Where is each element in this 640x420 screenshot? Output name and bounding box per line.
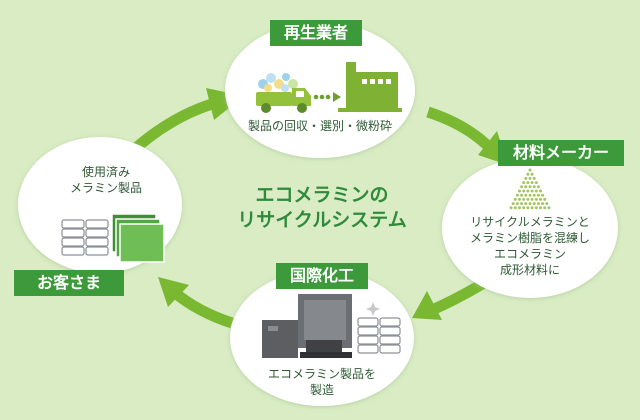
pellet-dot <box>513 197 517 201</box>
pellet-dot <box>515 193 519 197</box>
bottle-pile-icon <box>258 73 298 92</box>
customer-caption-line-1: 使用済み <box>81 165 130 179</box>
kokusai-caption-line-2: 製造 <box>309 383 334 397</box>
material-maker-label: 材料メーカー <box>498 140 624 166</box>
center-title-line-2: リサイクルシステム <box>237 209 407 231</box>
pellet-dot <box>509 206 513 210</box>
material-maker-circle <box>442 158 618 298</box>
pellet-dot <box>526 197 530 201</box>
material-maker-caption-line-2: メラミン樹脂を混練し <box>469 231 590 245</box>
material-maker-caption: リサイクルメラミンと メラミン樹脂を混練し エコメラミン 成形材料に <box>452 214 608 278</box>
used-tableware-icon <box>61 213 165 263</box>
pellet-dot <box>541 202 545 206</box>
pellet-dot <box>534 206 538 210</box>
customer-caption-line-2: メラミン製品 <box>69 181 142 195</box>
kokusai-kako-label: 国際化工 <box>276 263 368 289</box>
arrow-material-maker-to-kokusai <box>429 278 487 316</box>
pellet-dot <box>534 181 538 185</box>
material-maker-caption-line-4: 成形材料に <box>499 263 560 277</box>
pellet-dot <box>526 172 530 176</box>
pellet-dot <box>522 197 526 201</box>
material-maker-caption-line-3: エコメラミン <box>493 247 566 261</box>
pellet-dot <box>520 185 524 189</box>
pellet-dot <box>539 189 542 193</box>
recycler-label: 再生業者 <box>270 20 362 46</box>
center-title-line-1: エコメラミンの <box>255 184 389 206</box>
recycler-circle <box>225 22 415 158</box>
pellet-dot <box>536 202 540 206</box>
pellet-dot <box>543 197 547 201</box>
pellet-dot <box>526 189 530 193</box>
pellet-dot <box>528 176 532 180</box>
pellet-dot <box>547 206 551 210</box>
pellet-dot <box>518 206 521 210</box>
pellet-dot <box>511 202 515 206</box>
pellet-dot <box>520 202 524 206</box>
pellet-dot <box>528 202 532 206</box>
green-tray-stack-icon <box>111 213 165 263</box>
pellet-dot <box>522 181 526 185</box>
pellet-dot <box>524 176 528 180</box>
pellet-dot <box>528 168 532 172</box>
molding-machine-icon <box>262 294 352 358</box>
pellet-dot <box>524 193 528 197</box>
truck-icon <box>256 88 311 113</box>
factory-icon <box>338 62 402 112</box>
pellet-dot <box>526 206 530 210</box>
customer-caption: 使用済み メラミン製品 <box>56 164 156 196</box>
pellet-dot <box>524 185 528 189</box>
pellet-dot <box>536 185 540 189</box>
pellet-dot <box>541 193 545 197</box>
pellet-dot <box>522 189 526 193</box>
truck-to-factory-icon <box>256 62 402 113</box>
pellet-dot <box>539 197 542 201</box>
pellet-dot <box>536 193 540 197</box>
kokusai-caption: エコメラミン製品を 製造 <box>262 366 382 398</box>
pellet-dot <box>528 185 532 189</box>
pellet-dot <box>530 172 534 176</box>
pellet-dot <box>534 197 538 201</box>
pellet-dot <box>534 189 538 193</box>
pellet-dot <box>526 181 530 185</box>
pellet-dot <box>530 197 534 201</box>
arrowhead-to-kokusai <box>412 291 442 320</box>
pellet-dot <box>530 206 534 210</box>
arrowhead-to-customer <box>158 277 189 307</box>
pellet-dot <box>522 206 526 210</box>
pellet-dot <box>532 193 536 197</box>
pellet-dot <box>513 206 517 210</box>
material-maker-caption-line-1: リサイクルメラミンと <box>470 215 590 229</box>
pellet-dot <box>520 193 524 197</box>
pellet-dot <box>515 202 519 206</box>
pellet-pile-icon <box>509 168 551 210</box>
pellet-dot <box>528 193 532 197</box>
arrow-kokusai-to-customer <box>170 287 234 329</box>
pellet-dot <box>545 202 549 206</box>
sparkle-icon <box>366 302 380 316</box>
recycler-caption: 製品の回収・選別・微粉砕 <box>247 119 392 133</box>
pellet-dot <box>530 189 534 193</box>
tableware-stack-icon <box>357 317 401 354</box>
pellet-dot <box>524 202 528 206</box>
dotted-arrow-icon <box>313 92 341 102</box>
customer-label: お客さま <box>14 270 124 296</box>
pellet-dot <box>532 202 536 206</box>
kokusai-caption-line-1: エコメラミン製品を <box>267 367 376 381</box>
pellet-dot <box>543 206 547 210</box>
pellet-dot <box>530 181 534 185</box>
pellet-dot <box>532 185 536 189</box>
center-title: エコメラミンの リサイクルシステム <box>222 183 422 233</box>
pellet-dot <box>518 189 521 193</box>
pellet-dot <box>518 197 521 201</box>
arrow-recycler-to-material-maker <box>426 106 496 154</box>
pellet-dot <box>532 176 536 180</box>
pellet-dot <box>539 206 542 210</box>
